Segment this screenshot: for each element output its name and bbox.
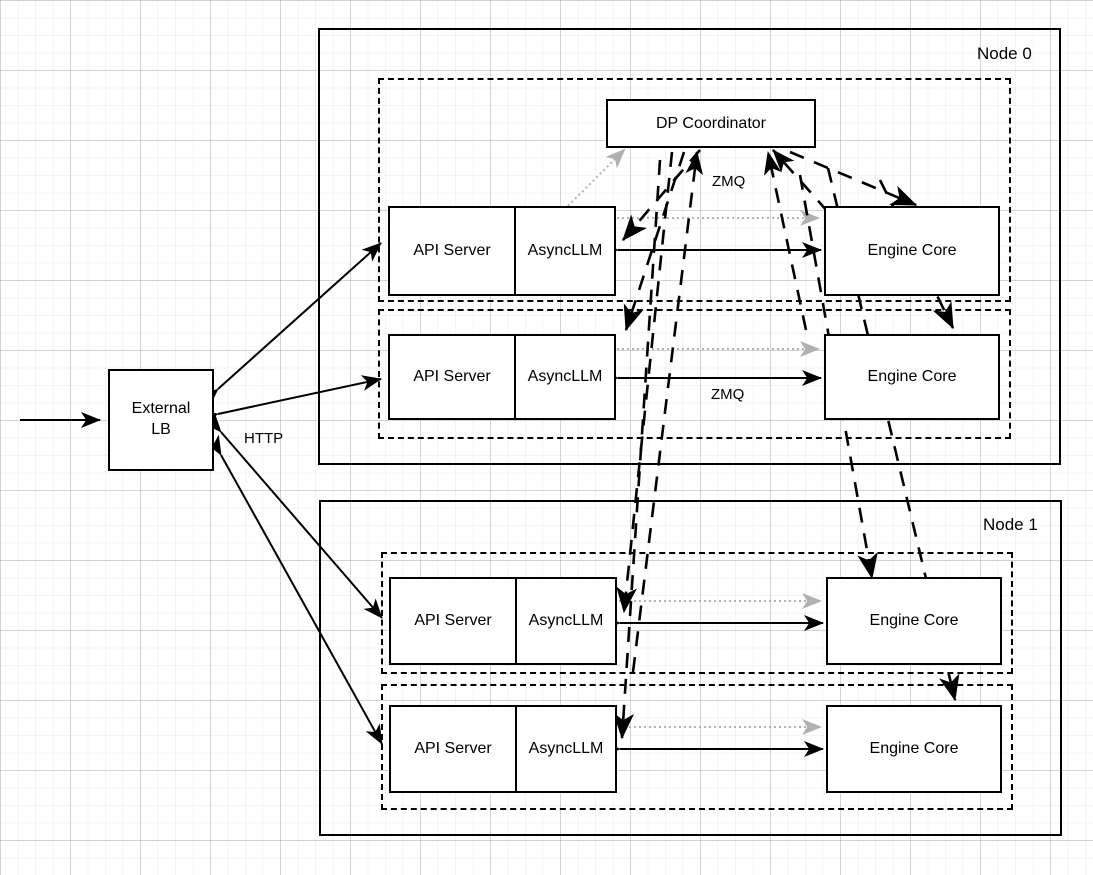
node1-row0-dashed-group <box>381 552 1013 674</box>
node0-row1-engine-core-label: Engine Core <box>867 368 957 385</box>
node0-row0-engine-core-box[interactable]: Engine Core <box>824 206 1000 296</box>
node1-row1-engine-core-box[interactable]: Engine Core <box>826 705 1002 793</box>
dp-coordinator-box[interactable]: DP Coordinator <box>606 99 816 148</box>
node-group-1 <box>319 500 1062 836</box>
dp-coordinator-label: DP Coordinator <box>656 114 766 132</box>
node-group-0 <box>318 28 1061 465</box>
external-lb-box[interactable]: External LB <box>108 369 214 471</box>
node1-row0-asyncllm-label: AsyncLLM <box>528 612 604 629</box>
node0-row1-api-server-box[interactable]: API Server AsyncLLM <box>388 334 616 420</box>
node1-row0-api-server-box[interactable]: API Server AsyncLLM <box>389 577 617 665</box>
external-lb-label-line1: External <box>131 400 191 418</box>
zmq-label-top: ZMQ <box>712 173 746 190</box>
node1-row1-engine-core-label: Engine Core <box>869 740 959 757</box>
http-label: HTTP <box>244 430 284 447</box>
node0-row1-asyncllm-label: AsyncLLM <box>527 368 603 385</box>
node1-row1-api-server-label: API Server <box>391 707 517 791</box>
node0-row0-asyncllm-label: AsyncLLM <box>527 242 603 259</box>
node1-row0-api-server-label: API Server <box>391 579 517 663</box>
node0-row0-dashed-group <box>378 78 1011 302</box>
node0-row1-api-server-label: API Server <box>390 336 516 418</box>
zmq-label-mid: ZMQ <box>711 386 745 403</box>
node1-row0-engine-core-box[interactable]: Engine Core <box>826 577 1002 665</box>
node0-row1-engine-core-box[interactable]: Engine Core <box>824 334 1000 420</box>
external-lb-label-line2: LB <box>151 421 171 438</box>
node0-row0-engine-core-label: Engine Core <box>867 242 957 259</box>
node1-row1-dashed-group <box>381 684 1013 810</box>
node-1-label: Node 1 <box>983 515 1038 534</box>
node0-row0-api-server-label: API Server <box>390 208 516 294</box>
node0-row1-dashed-group <box>378 309 1011 439</box>
node1-row1-api-server-box[interactable]: API Server AsyncLLM <box>389 705 617 793</box>
node1-row0-engine-core-label: Engine Core <box>869 612 959 629</box>
node0-row0-api-server-box[interactable]: API Server AsyncLLM <box>388 206 616 296</box>
node1-row1-asyncllm-label: AsyncLLM <box>528 740 604 757</box>
node-0-label: Node 0 <box>977 44 1032 63</box>
